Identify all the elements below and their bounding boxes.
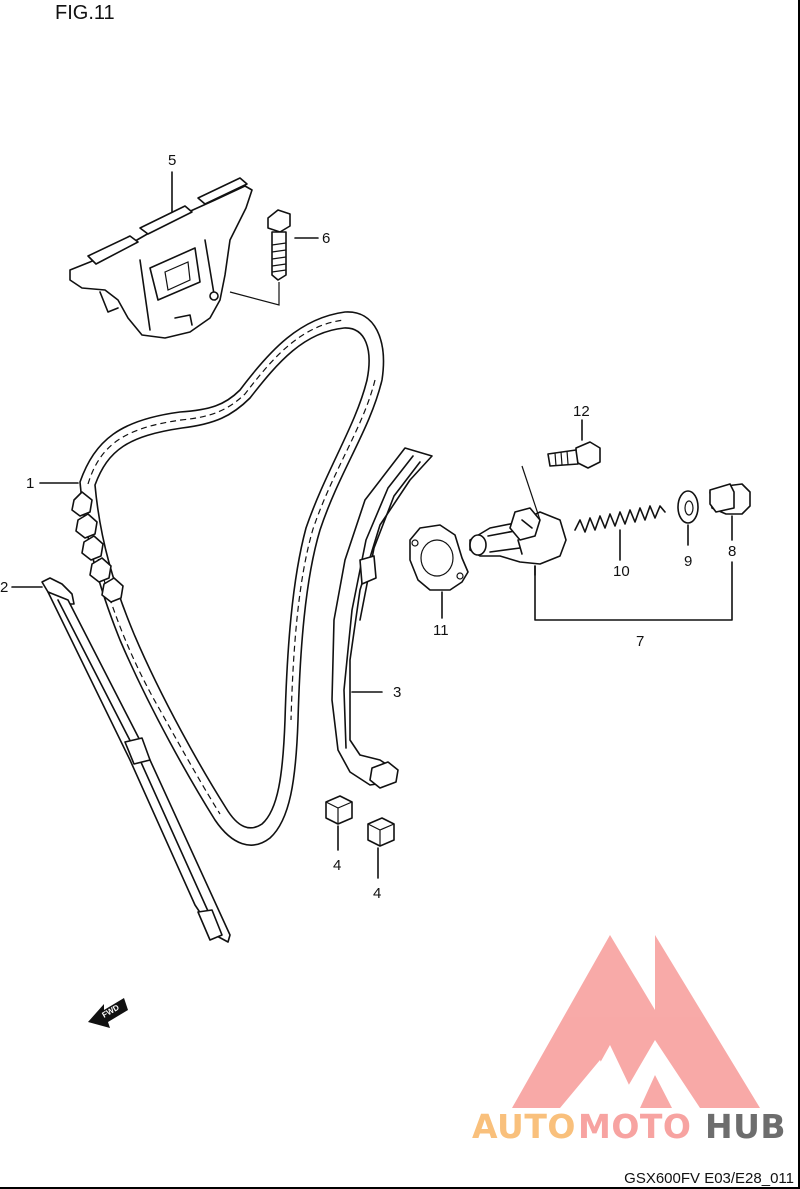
- callout-3: 3: [393, 684, 401, 701]
- tensioner-guide: [331, 447, 433, 789]
- callout-9: 9: [684, 553, 692, 570]
- rubber-pad-icon-2: [367, 817, 395, 847]
- callout-1: 1: [26, 475, 34, 492]
- gasket-icon: [409, 524, 469, 619]
- callout-8: 8: [728, 543, 736, 560]
- callout-4a: 4: [333, 857, 341, 874]
- figure-code: GSX600FV E03/E28_011: [624, 1170, 794, 1187]
- watermark-hub: HUB: [705, 1107, 786, 1146]
- watermark-logo-icon: [512, 935, 760, 1108]
- callout-12: 12: [573, 403, 590, 420]
- cap-bolt-icon: [709, 483, 751, 541]
- tensioner-bolt-icon: [521, 441, 601, 521]
- rubber-pad-icon: [325, 795, 353, 825]
- chain-guide-top: [69, 177, 253, 339]
- callout-7: 7: [636, 633, 644, 650]
- callout-4b: 4: [373, 885, 381, 902]
- callout-6: 6: [322, 230, 330, 247]
- cam-chain: [39, 311, 385, 846]
- spring-icon: [574, 505, 666, 561]
- bolt-icon: [229, 209, 291, 306]
- frame-border-right: [798, 0, 800, 1189]
- callout-2: 2: [0, 579, 8, 596]
- frame-border-bottom: [0, 1187, 800, 1189]
- callout-5: 5: [168, 152, 176, 169]
- washer-icon: [677, 490, 699, 546]
- watermark-auto: AUTO: [472, 1107, 576, 1146]
- tensioner-body: [469, 507, 733, 621]
- callout-10: 10: [613, 563, 630, 580]
- fwd-arrow-icon: FWD: [88, 998, 128, 1028]
- figure-title: FIG.11: [55, 2, 115, 24]
- watermark-moto: MOTO: [578, 1107, 691, 1146]
- chain-guide-left: [11, 577, 231, 943]
- callout-11: 11: [433, 622, 449, 639]
